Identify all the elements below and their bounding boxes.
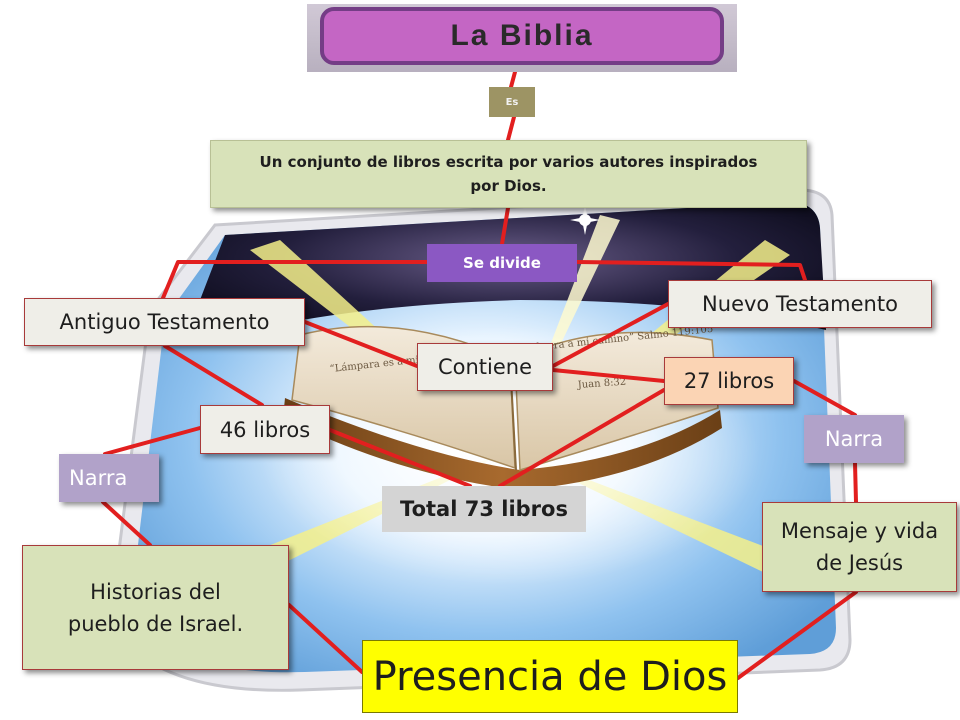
nuevo-testamento-node: Nuevo Testamento [668, 280, 932, 328]
connector-27-total [498, 388, 666, 488]
connector-historias-presencia [287, 603, 364, 674]
connector-nuevo-contiene [551, 302, 670, 368]
connector-divide-antiguo [161, 260, 429, 300]
narra-right-label: Narra [804, 415, 904, 463]
narra-left-label: Narra [59, 454, 159, 502]
definition-node: Un conjunto de libros escrita por varios… [210, 140, 807, 208]
title-frame: La Biblia [320, 7, 724, 65]
presencia-de-dios-node: Presencia de Dios [362, 640, 738, 713]
title-banner: La Biblia [307, 4, 737, 72]
se-divide-label: Se divide [427, 244, 577, 282]
connector-es-definition [506, 115, 516, 142]
connector-antiguo-contiene [303, 320, 419, 368]
antiguo-testamento-node: Antiguo Testamento [24, 298, 305, 346]
es-label: Es [489, 87, 535, 117]
page-title: La Biblia [450, 19, 594, 52]
connector-27-narra-right [792, 379, 857, 417]
mensaje-jesus-node: Mensaje y vida de Jesús [762, 502, 957, 592]
contiene-node: Contiene [417, 343, 553, 391]
connector-46-total [328, 428, 472, 488]
libros-27-node: 27 libros [664, 357, 794, 405]
libros-46-node: 46 libros [200, 405, 330, 454]
connector-contiene-27 [551, 368, 666, 383]
connector-narra-left-historias [101, 500, 152, 547]
connector-definition-divide [500, 206, 510, 246]
total-libros-node: Total 73 libros [382, 486, 586, 532]
bible-verse-reference: Juan 8:32 [576, 377, 626, 391]
connector-divide-nuevo [575, 260, 807, 282]
connector-title-es [509, 70, 517, 89]
connector-antiguo-46 [163, 344, 264, 407]
svg-text:Juan 8:32: Juan 8:32 [576, 377, 626, 391]
historias-israel-node: Historias del pueblo de Israel. [22, 545, 289, 670]
connector-mensaje-presencia [736, 590, 858, 680]
connector-narra-right-mensaje [853, 461, 858, 504]
sparkle-icon [570, 205, 600, 235]
connector-46-narra-left [103, 426, 202, 456]
